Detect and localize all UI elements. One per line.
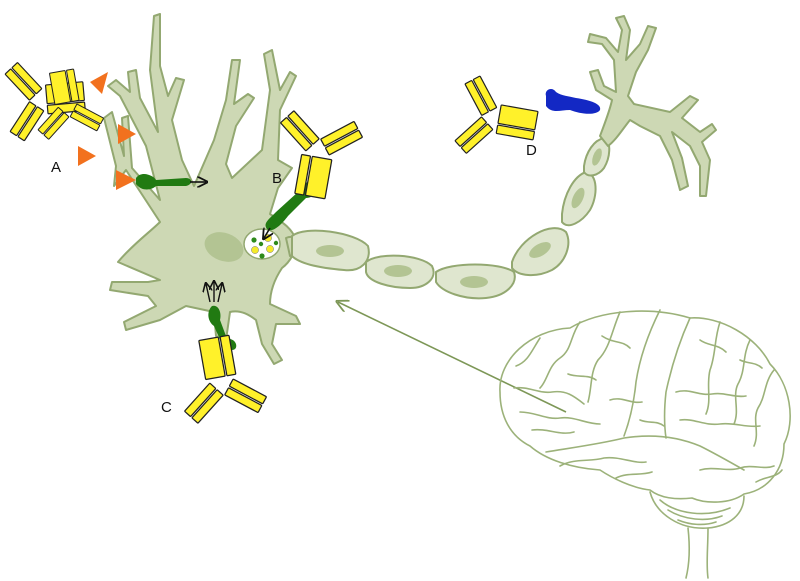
myelin-sheath-segment — [435, 263, 516, 300]
y-shaped-antibody-icon — [268, 108, 366, 204]
orange-triangle-antigen-icon — [90, 72, 108, 94]
brain-outline-icon — [499, 309, 791, 579]
myelin-sheath-segment — [511, 227, 570, 276]
pointer-arrow — [338, 302, 567, 413]
y-shaped-antibody-icon — [172, 330, 270, 426]
myelin-sheath-segment — [583, 136, 611, 177]
orange-triangle-antigen-icon — [116, 170, 136, 190]
green-receptor-icon — [136, 174, 206, 190]
antigen-triangles — [78, 72, 136, 190]
axon-terminal — [587, 15, 717, 197]
label-a: A — [51, 159, 61, 176]
orange-triangle-antigen-icon — [118, 124, 136, 144]
myelin-sheath-segment — [561, 170, 597, 227]
neuron-nucleus — [204, 232, 244, 262]
myelin-sheath-segment — [291, 229, 370, 272]
synaptic-vesicle — [243, 228, 281, 260]
label-b: B — [272, 170, 282, 187]
neuron-cell-body — [103, 13, 301, 365]
blue-receptor-icon — [545, 89, 601, 114]
myelin-sheath-segment — [365, 254, 435, 290]
orange-triangle-antigen-icon — [78, 146, 96, 166]
label-d: D — [526, 142, 537, 159]
axon — [285, 136, 611, 300]
label-c: C — [161, 399, 172, 416]
